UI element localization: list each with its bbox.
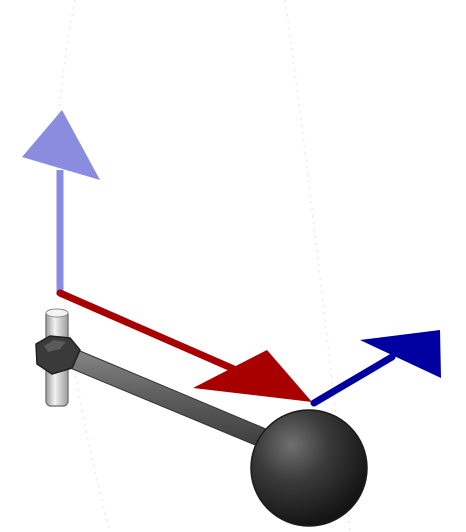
bolt-nut-highlight	[44, 340, 66, 352]
rod-body	[57, 342, 279, 453]
guide-curve-right	[284, 0, 351, 532]
rod	[57, 342, 279, 453]
blue-up-arrow-shaft	[56, 170, 64, 295]
guide-curve-left	[56, 0, 111, 532]
navy-diagonal-arrow-head	[360, 330, 441, 378]
blue-up-arrow	[22, 110, 100, 295]
blue-up-arrow-head	[22, 110, 100, 180]
navy-diagonal-arrow	[310, 330, 441, 407]
red-diagonal-arrow-shaft	[56, 289, 240, 374]
sphere	[250, 409, 368, 527]
navy-diagonal-arrow-shaft	[310, 353, 396, 407]
red-diagonal-arrow	[56, 289, 312, 402]
red-diagonal-arrow-head	[193, 350, 312, 402]
bolt-top-cap	[45, 308, 69, 318]
bolt-joint	[35, 308, 81, 407]
sphere-body	[250, 409, 368, 527]
